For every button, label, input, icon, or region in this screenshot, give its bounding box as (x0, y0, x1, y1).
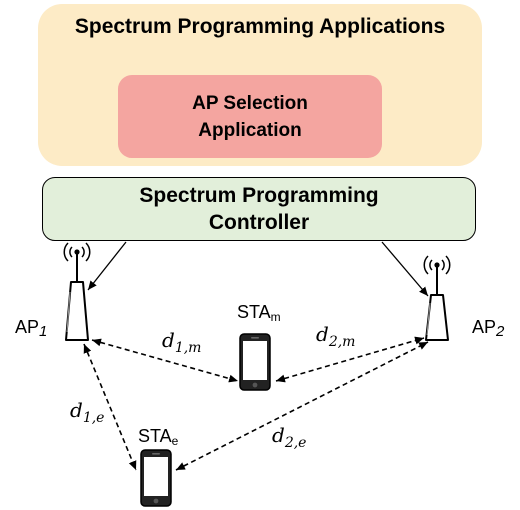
ap1-label-sub: 1 (39, 323, 48, 340)
ap2-label-text: AP (472, 317, 497, 337)
smartphone-icon (239, 333, 271, 391)
applications-title: Spectrum Programming Applications (74, 15, 446, 38)
spectrum-programming-controller-box: Spectrum Programming Controller (42, 177, 476, 241)
ap2-label: AP2 (472, 318, 504, 339)
sta-m-label-text: STA (237, 302, 271, 322)
d1m-sub: 1,m (174, 340, 202, 356)
ap1-label-text: AP (15, 317, 40, 337)
sta-m-label-sub: m (270, 310, 281, 324)
ap2-label-sub: 2 (496, 323, 505, 340)
controller-to-ap2-arrow (381, 241, 429, 297)
distance-label-d2e: d2,e (272, 425, 306, 450)
sta-e-label-text: STA (138, 426, 172, 446)
d1e-sub: 1,e (82, 410, 105, 426)
sta-e-label: STAe (138, 427, 178, 447)
d2e-sub: 2,e (284, 435, 307, 451)
d1m-base: d (162, 328, 175, 352)
selection-title-line1: AP Selection (192, 92, 308, 114)
d1e-base: d (70, 398, 83, 422)
access-point-icon (423, 255, 451, 341)
link-ap2-sta-e (175, 341, 429, 471)
selection-title-line2: Application (198, 119, 302, 141)
ap1-label: AP1 (15, 318, 47, 339)
controller-title-line1: Spectrum Programming (139, 184, 379, 207)
sta-m-label: STAm (237, 303, 281, 323)
distance-label-d1m: d1,m (162, 330, 201, 355)
d2e-base: d (272, 423, 285, 447)
controller-to-ap1-arrow (87, 241, 127, 291)
distance-label-d2m: d2,m (316, 324, 355, 349)
access-point-icon (63, 242, 91, 341)
controller-title-line2: Controller (208, 211, 310, 234)
d2m-sub: 2,m (328, 334, 356, 350)
sta-e-label-sub: e (171, 434, 179, 448)
ap-selection-application-box: AP Selection Application (118, 75, 382, 158)
d2m-base: d (316, 322, 329, 346)
smartphone-icon (140, 449, 172, 507)
distance-label-d1e: d1,e (70, 400, 104, 425)
link-ap1-sta-e (83, 343, 137, 471)
